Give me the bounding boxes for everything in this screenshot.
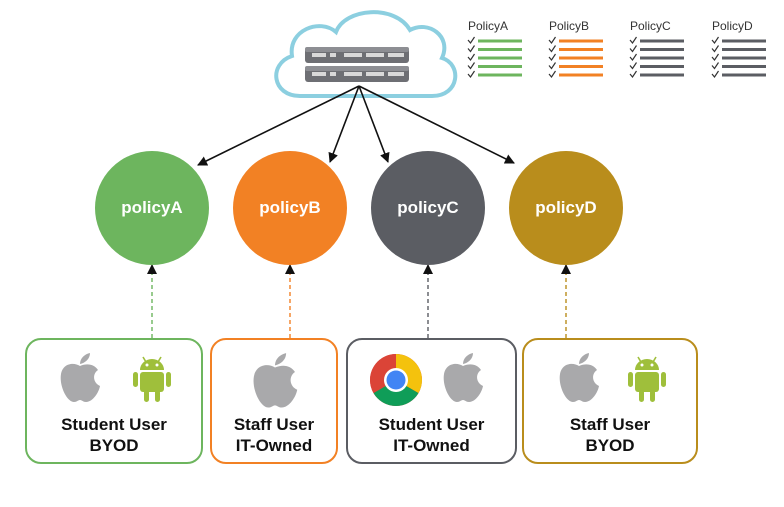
group-label: Staff User IT-Owned [212,414,336,456]
check-icon [629,62,637,70]
checklist-line [478,39,522,43]
group-label: Student User BYOD [27,414,201,456]
checklist-line [640,56,684,60]
policy-arrows [197,85,515,166]
arrow-to-policyB [328,85,360,163]
android-icon [131,352,173,411]
check-icon [467,70,475,79]
checklist-line [722,56,766,60]
policy-label-a: policyA [121,198,183,217]
group-line1: Student User [61,415,167,434]
checklist-line [559,56,603,60]
arrow-to-policyC [358,85,390,163]
checklist-line [559,39,603,43]
check-icon [711,36,719,45]
check-icon [711,70,719,79]
group-line2: BYOD [585,436,635,455]
check-icon [711,62,719,70]
legend-label-policyd: PolicyD [712,19,753,33]
arrow-to-policyA [197,85,360,166]
check-icon [467,36,475,45]
check-icon [548,45,556,53]
checklist-line [722,39,766,43]
checklist-line [559,73,603,77]
group-staff-byod[interactable]: Staff User BYOD [522,338,698,464]
checklist-line [559,65,603,68]
check-icon [548,36,556,45]
group-line2: BYOD [89,436,139,455]
group-connectors [147,264,571,338]
checklist-line [640,48,684,51]
policy-circle-b[interactable]: policyB [233,151,347,265]
check-icon [629,36,637,45]
apple-icon [248,352,302,417]
group-label: Student User IT-Owned [348,414,515,456]
policy-circle-d[interactable]: policyD [509,151,623,265]
group-line2: IT-Owned [235,436,313,455]
android-icon [626,352,668,411]
checklist-line [722,65,766,68]
check-icon [629,70,637,79]
checklist-line [478,48,522,51]
check-icon [629,45,637,53]
check-icon [711,45,719,53]
legend-label-policyb: PolicyB [549,19,590,33]
checklist-line [722,73,766,77]
group-line2: IT-Owned [393,436,470,455]
legend-label-policya: PolicyA [468,19,509,33]
group-line1: Staff User [233,415,315,434]
group-label: Staff User BYOD [524,414,696,456]
check-icon [629,53,637,62]
policy-circle-c[interactable]: policyC [371,151,485,265]
check-icon [548,53,556,62]
check-icon [548,70,556,79]
check-icon [467,62,475,70]
group-line1: Student User [378,415,485,434]
checklist-line [559,48,603,51]
checklist-line [722,48,766,51]
checklist-line [640,65,684,68]
group-staff-itowned[interactable]: Staff User IT-Owned [210,338,338,464]
group-line1: Staff User [569,415,651,434]
group-student-byod[interactable]: Student User BYOD [25,338,203,464]
check-icon [467,45,475,53]
policy-label-c: policyC [397,198,459,217]
switch-icon [305,47,409,82]
legend-label-policyc: PolicyC [630,19,671,33]
chrome-icon [368,352,424,413]
checklist-line [478,65,522,68]
policy-label-d: policyD [535,198,597,217]
checklist-line [478,73,522,77]
policy-circle-a[interactable]: policyA [95,151,209,265]
check-icon [467,53,475,62]
legend-checklists [467,36,766,79]
policy-label-b: policyB [259,198,321,217]
check-icon [548,62,556,70]
checklist-line [478,56,522,60]
check-icon [711,53,719,62]
apple-icon [556,352,602,411]
checklist-line [640,39,684,43]
arrow-to-policyD [358,85,515,164]
apple-icon [440,352,486,411]
group-student-itowned[interactable]: Student User IT-Owned [346,338,517,464]
apple-icon [57,352,103,411]
checklist-line [640,73,684,77]
